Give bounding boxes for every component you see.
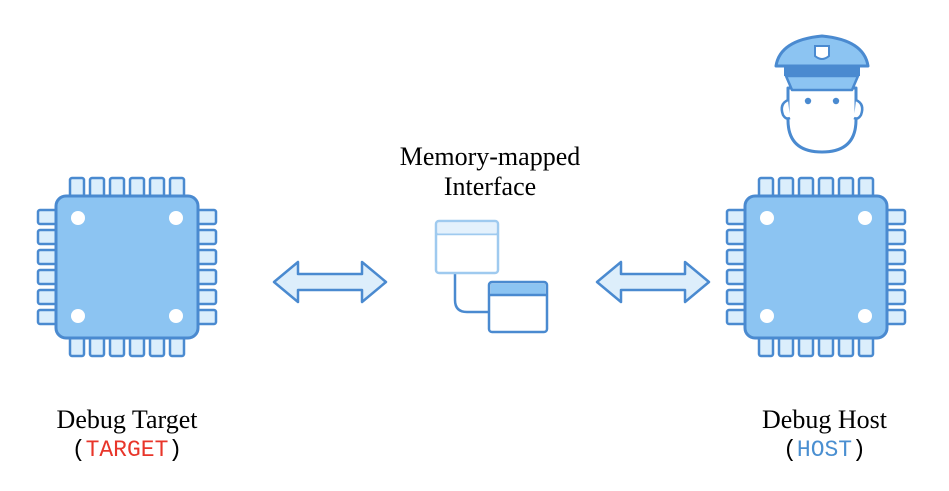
host-code: HOST — [796, 437, 853, 463]
host-code-line: (HOST) — [700, 435, 949, 465]
interface-title-line2: Interface — [443, 172, 537, 201]
host-code-open: ( — [783, 437, 797, 463]
double-arrow-icon — [272, 260, 388, 304]
target-code: TARGET — [85, 437, 169, 463]
double-arrow-icon — [595, 260, 711, 304]
target-code-line: (TARGET) — [0, 435, 254, 465]
police-officer-icon — [774, 34, 870, 154]
interface-title: Memory-mapped Interface — [340, 142, 640, 202]
host-label: Debug Host (HOST) — [700, 405, 949, 465]
target-label: Debug Target (TARGET) — [0, 405, 254, 465]
microchip-icon — [725, 176, 907, 358]
linked-windows-icon — [434, 219, 549, 334]
host-code-close: ) — [852, 437, 866, 463]
host-name: Debug Host — [762, 405, 887, 434]
target-name: Debug Target — [56, 405, 198, 434]
interface-title-line1: Memory-mapped — [399, 142, 581, 171]
target-code-open: ( — [71, 437, 86, 463]
target-code-close: ) — [168, 437, 183, 463]
microchip-icon — [36, 176, 218, 358]
